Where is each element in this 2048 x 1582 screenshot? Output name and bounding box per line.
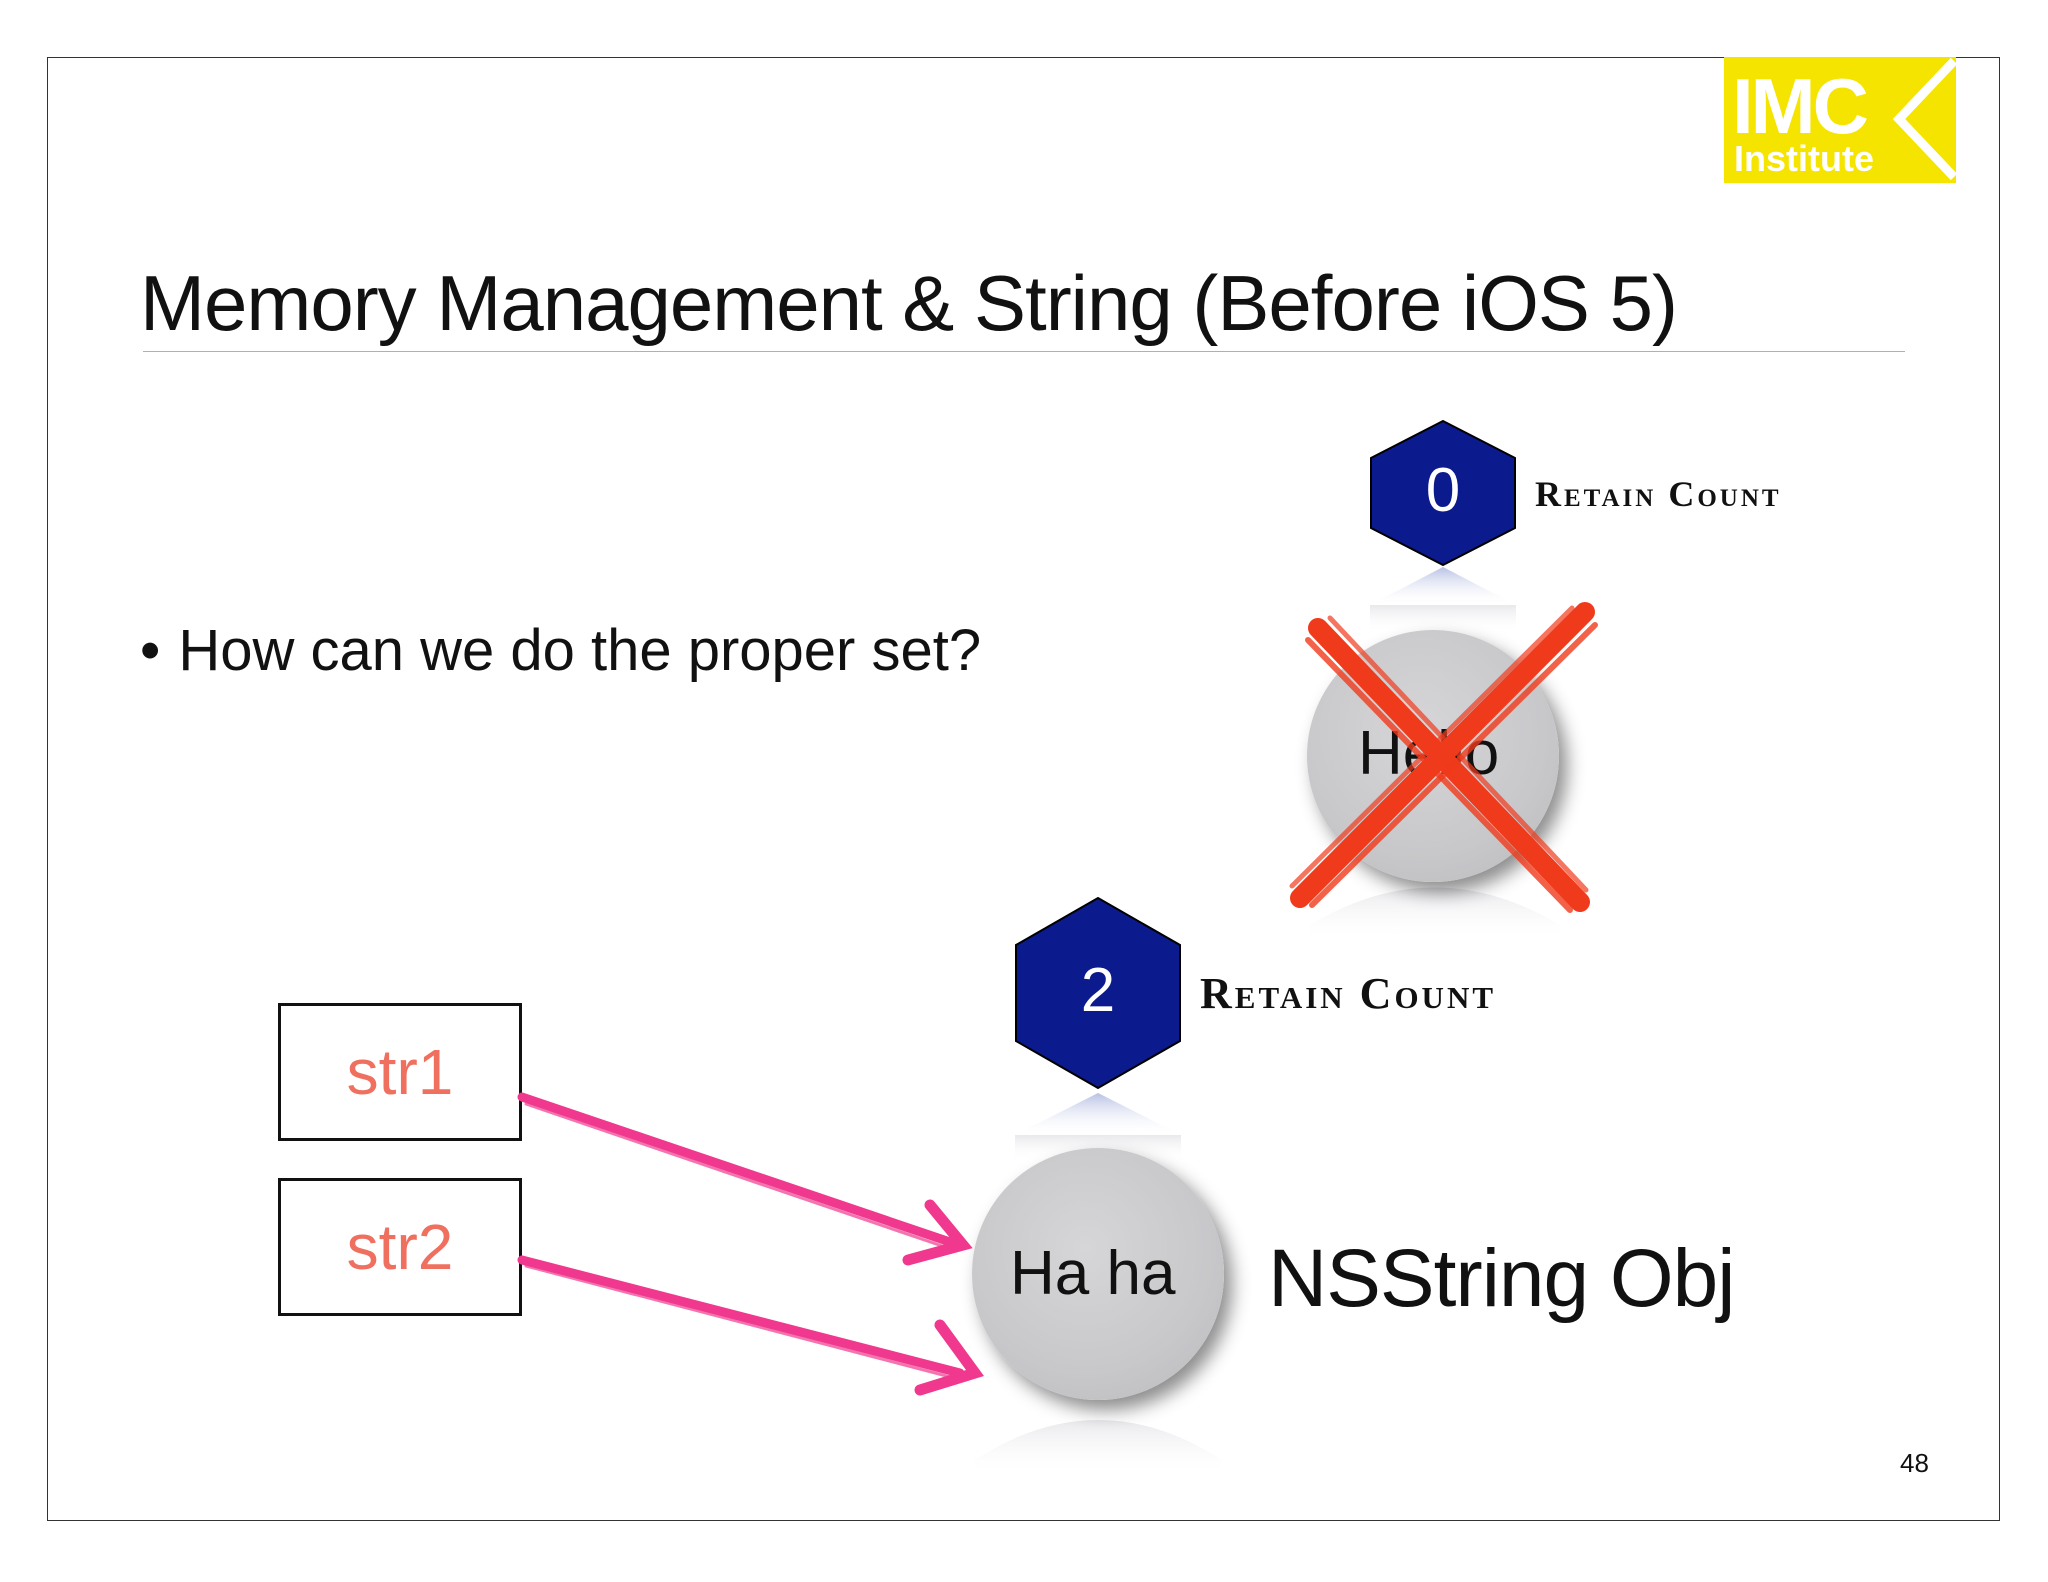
variable-box-str2: str2 [278,1178,522,1316]
logo-text-institute: Institute [1734,138,1874,179]
bullet-text: How can we do the proper set? [178,618,982,683]
bullet-dot-icon: • [140,618,161,683]
object-text-haha: Ha ha [1010,1239,1176,1308]
page-number: 48 [1900,1448,1929,1478]
arrow-str2-icon [517,1255,984,1396]
retain-count-value-0: 0 [1425,456,1461,525]
logo-text-imc: IMC [1732,62,1868,150]
retain-count-label-2: Retain Count [1200,969,1497,1018]
slide-title: Memory Management & String (Before iOS 5… [140,259,1678,347]
variable-box-str1: str1 [278,1003,522,1141]
retain-count-value-2: 2 [1080,956,1116,1025]
title-divider [143,351,1905,352]
arrow-str1-icon [517,1092,973,1266]
imc-institute-logo: IMC Institute [1724,57,1956,183]
nsstring-obj-label: NSString Obj [1268,1233,1736,1324]
variable-label-str2: str2 [346,1211,454,1283]
nsstring-object-haha [972,1148,1224,1400]
bullet-item: • How can we do the proper set? [140,617,981,684]
retain-count-hexagon-0 [1370,420,1516,566]
variable-label-str1: str1 [346,1036,454,1108]
retain-count-hexagon-2 [1015,897,1181,1089]
retain-count-label-0: Retain Count [1535,474,1782,514]
